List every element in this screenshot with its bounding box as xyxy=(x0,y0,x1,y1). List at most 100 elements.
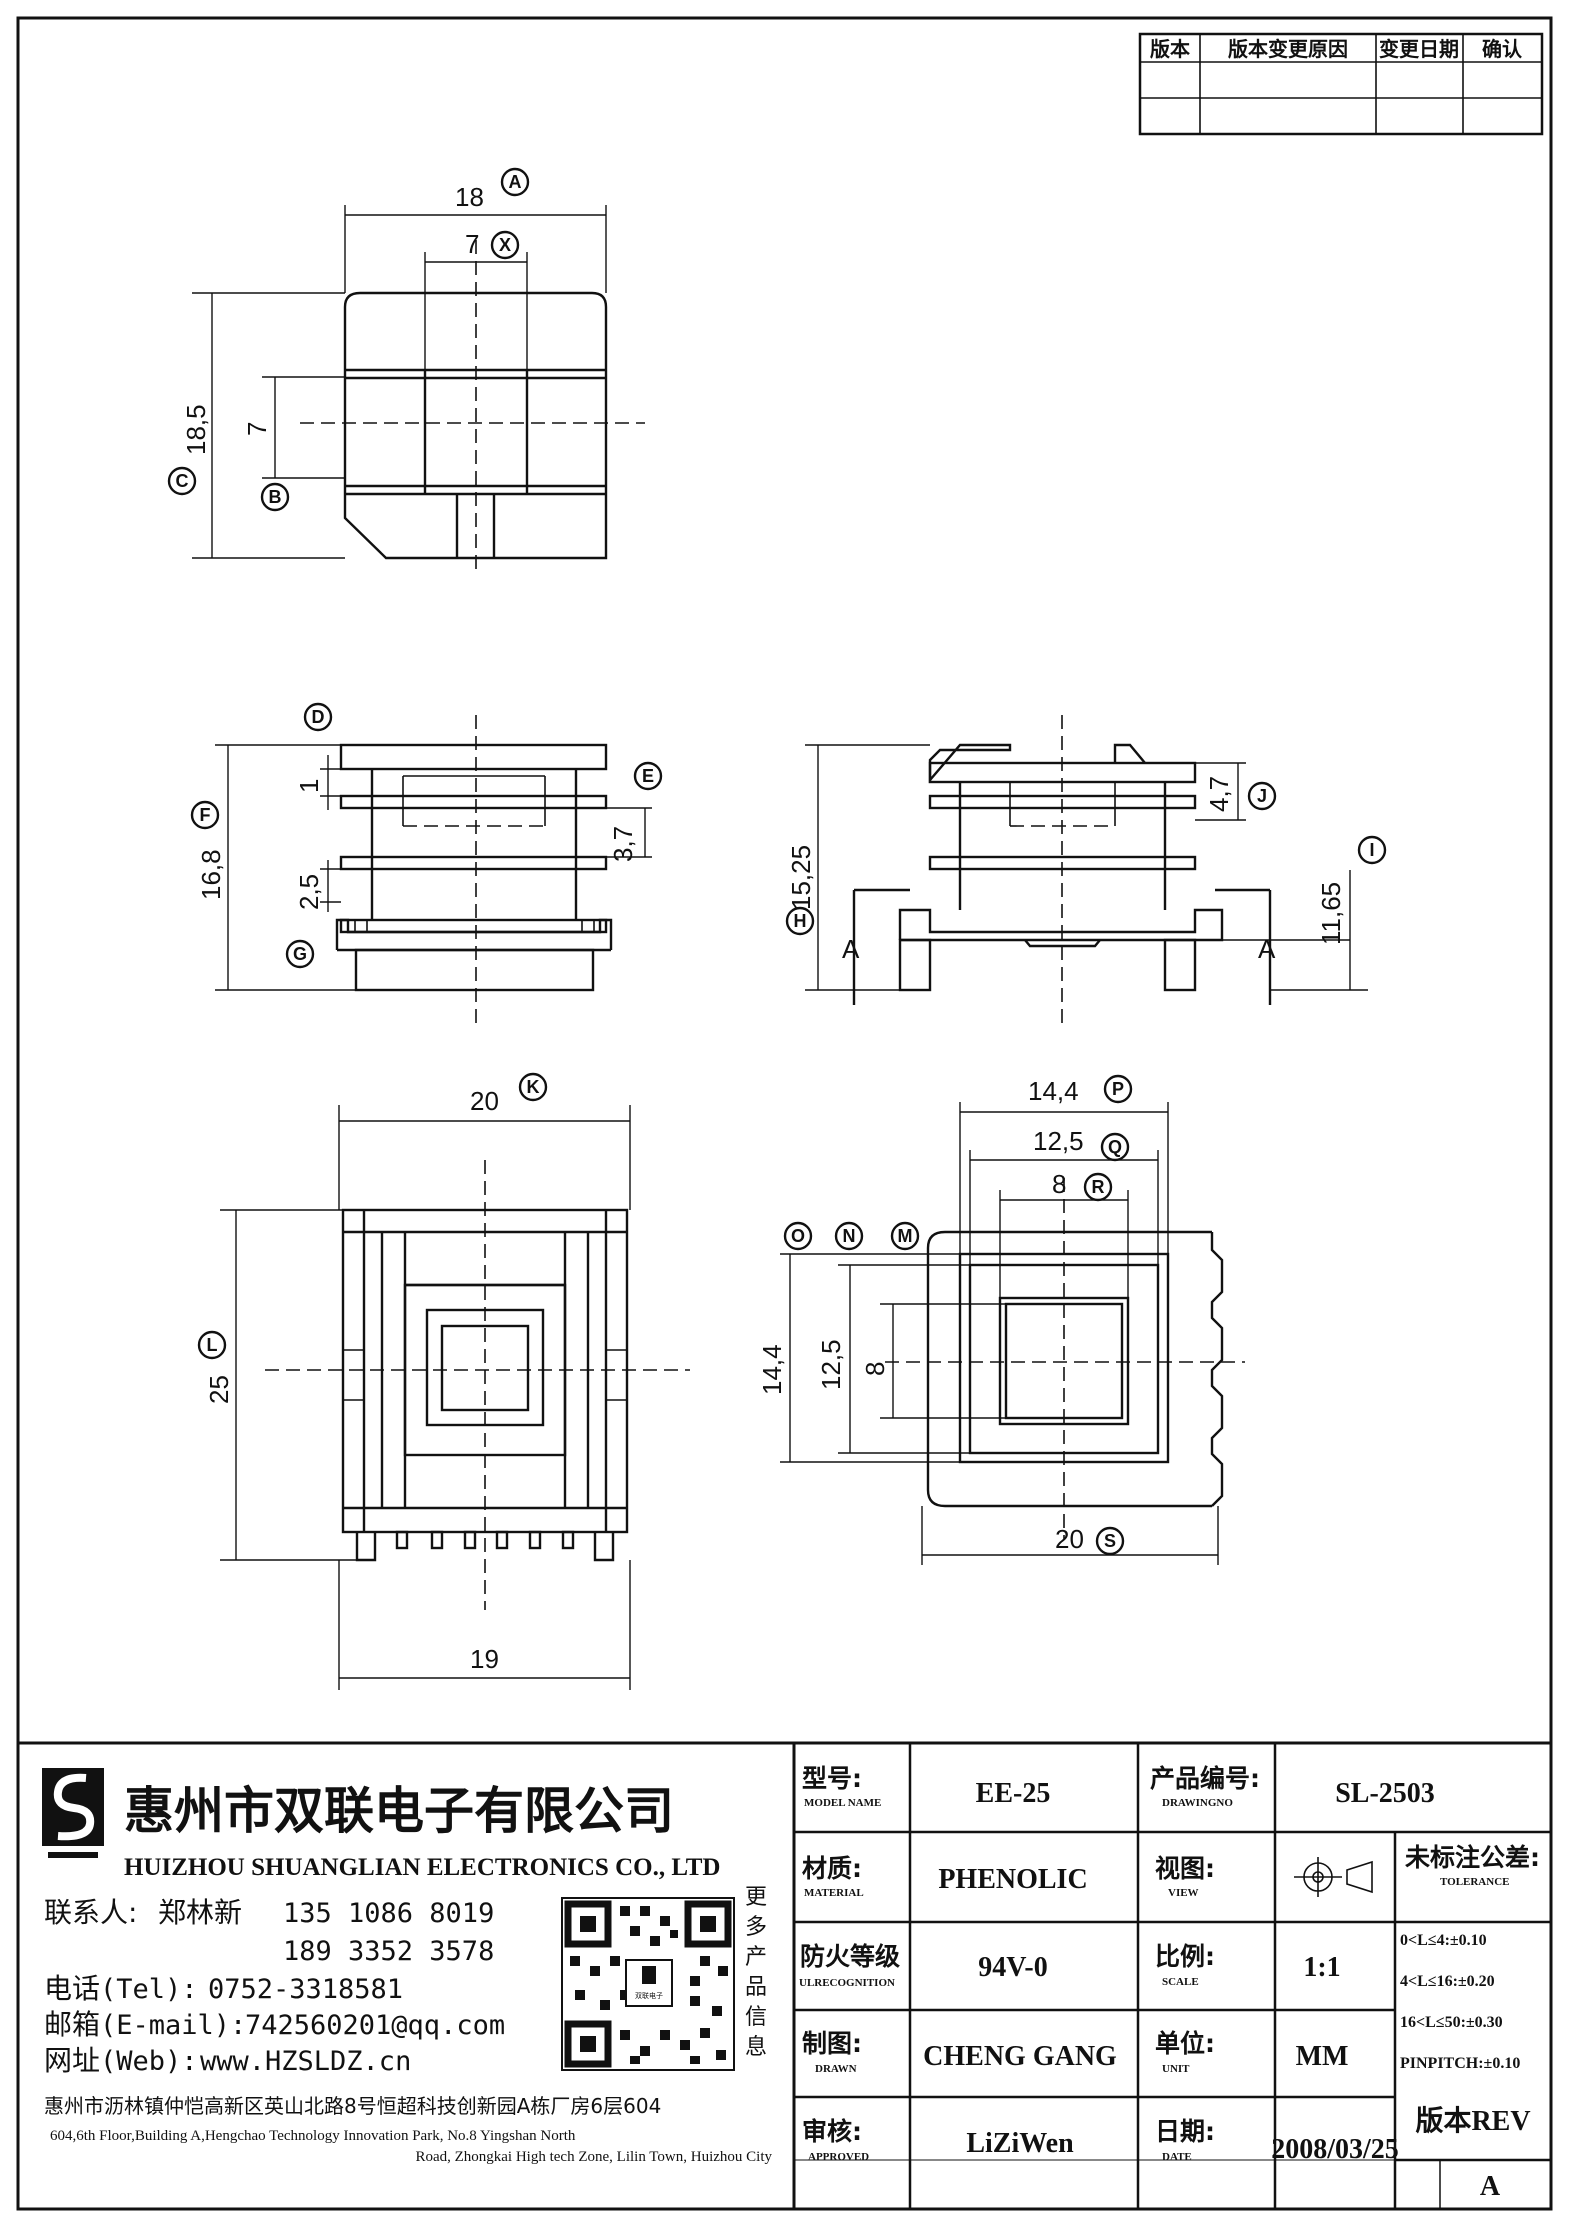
label-material-en: MATERIAL xyxy=(804,1887,864,1899)
dim-front-height: 16,8 xyxy=(196,849,226,900)
dim-plan-v-outer: 14,4 xyxy=(757,1344,787,1395)
tel-label: 电话 xyxy=(44,1972,100,2005)
company-name-en: HUIZHOU SHUANGLIAN ELECTRONICS CO., LTD xyxy=(124,1854,720,1881)
value-model: EE-25 xyxy=(976,1778,1051,1809)
svg-text:I: I xyxy=(1369,840,1374,860)
dim-top-width: 18 xyxy=(455,182,484,212)
tolerance-3: 16<L≤50:±0.30 xyxy=(1400,2014,1503,2031)
svg-text:G: G xyxy=(293,944,307,964)
marker-j-icon: J xyxy=(1247,781,1277,811)
tel-label-en: (Tel): xyxy=(100,1974,198,2005)
marker-s-icon: S xyxy=(1095,1526,1125,1556)
value-scale: 1:1 xyxy=(1303,1952,1340,1983)
dim-side-seat: 11,65 xyxy=(1316,882,1346,945)
marker-b-icon: B xyxy=(260,482,290,512)
dim-side-height: 15,25 xyxy=(786,845,816,910)
qr-side-text-2: 多 xyxy=(745,1915,767,1940)
tolerance-1: 0<L≤4:±0.10 xyxy=(1400,1932,1487,1949)
marker-q-icon: Q xyxy=(1100,1132,1130,1162)
marker-p-icon: P xyxy=(1103,1074,1133,1104)
projection-symbol-icon xyxy=(1294,1857,1373,1897)
company-name-cn: 惠州市双联电子有限公司 xyxy=(124,1782,674,1840)
svg-text:C: C xyxy=(176,471,189,491)
label-unit-en: UNIT xyxy=(1162,2063,1190,2075)
svg-text:E: E xyxy=(642,766,654,786)
dim-front-gap: 3,7 xyxy=(608,826,638,862)
svg-text:P: P xyxy=(1112,1079,1124,1099)
svg-text:N: N xyxy=(843,1226,856,1246)
marker-x-icon: X xyxy=(490,230,520,260)
tolerance-4: PINPITCH:±0.10 xyxy=(1400,2055,1520,2072)
value-unit: MM xyxy=(1296,2041,1349,2072)
marker-i-icon: I xyxy=(1357,835,1387,865)
qr-side-text-3: 产 xyxy=(745,1945,767,1970)
rev-header-reason: 版本变更原因 xyxy=(1228,37,1348,61)
sheet-border xyxy=(16,16,1553,2211)
dim-front-lower: 2,5 xyxy=(294,874,324,910)
svg-text:A: A xyxy=(509,172,522,192)
label-flame-en: ULRECOGNITION xyxy=(799,1977,895,1989)
marker-k-icon: K xyxy=(518,1072,548,1102)
marker-f-icon: F xyxy=(190,800,220,830)
dim-plan-v-inner: 8 xyxy=(860,1362,890,1376)
marker-h-icon: H xyxy=(785,906,815,936)
dim-bottom-length: 25 xyxy=(204,1375,234,1404)
top-view: 18 A 7 X 18,5 C 7 B xyxy=(167,167,645,575)
svg-text:X: X xyxy=(499,235,511,255)
dim-plan-inner: 8 xyxy=(1052,1169,1066,1199)
web-value[interactable]: www.HZSLDZ.cn xyxy=(200,2046,411,2077)
label-scale-cn: 比例: xyxy=(1155,1942,1215,1971)
web-label-en: (Web): xyxy=(100,2046,198,2077)
marker-r-icon: R xyxy=(1083,1172,1113,1202)
address-en-2: Road, Zhongkai High tech Zone, Lilin Tow… xyxy=(415,2149,772,2165)
label-model-en: MODEL NAME xyxy=(804,1797,881,1809)
top-plan-view: 14,4 P 12,5 Q 8 R 20 S 14,4 12,5 8 O N xyxy=(757,1074,1245,1565)
svg-text:O: O xyxy=(791,1226,805,1246)
marker-c-icon: C xyxy=(167,466,197,496)
value-date: 2008/03/25 xyxy=(1271,2134,1399,2165)
label-revision: 版本REV xyxy=(1415,2105,1530,2137)
marker-o-icon: O xyxy=(783,1221,813,1251)
label-material-cn: 材质: xyxy=(802,1854,862,1883)
dim-top-inner: 7 xyxy=(242,422,272,436)
value-material: PHENOLIC xyxy=(938,1864,1087,1895)
contact-name: 郑林新 xyxy=(158,1896,242,1929)
email-value[interactable]: 742560201@qq.com xyxy=(245,2010,505,2041)
qr-side-text-5: 信 xyxy=(745,2005,767,2030)
label-view-cn: 视图: xyxy=(1155,1854,1215,1883)
contact-label: 联系人: xyxy=(44,1896,137,1929)
section-mark-right: A xyxy=(1258,934,1276,964)
dim-plan-v-mid: 12,5 xyxy=(816,1339,846,1390)
rev-header-confirm: 确认 xyxy=(1482,37,1523,61)
dim-front-flange: 1 xyxy=(294,779,324,793)
svg-text:S: S xyxy=(1104,1531,1116,1551)
label-model-cn: 型号: xyxy=(802,1764,862,1793)
label-approved-en: APPROVED xyxy=(808,2151,869,2163)
svg-text:R: R xyxy=(1092,1177,1105,1197)
marker-l-icon: L xyxy=(197,1330,227,1360)
svg-text:H: H xyxy=(794,911,807,931)
contact-phone-2: 189 3352 3578 xyxy=(283,1936,494,1967)
label-flame-cn: 防火等级 xyxy=(800,1942,900,1971)
dim-bottom-pin-span: 19 xyxy=(470,1644,499,1674)
label-drawing-cn: 产品编号: xyxy=(1150,1764,1260,1793)
dim-side-top: 4,7 xyxy=(1204,776,1234,812)
company-block: 惠州市双联电子有限公司 HUIZHOU SHUANGLIAN ELECTRONI… xyxy=(42,1768,772,2165)
address-en-1: 604,6th Floor,Building A,Hengchao Techno… xyxy=(50,2128,576,2144)
value-drawing-no: SL-2503 xyxy=(1335,1778,1435,1809)
marker-e-icon: E xyxy=(633,761,663,791)
dim-top-height: 18,5 xyxy=(181,404,211,455)
contact-phone-1: 135 1086 8019 xyxy=(283,1898,494,1929)
label-view-en: VIEW xyxy=(1168,1887,1199,1899)
label-drawing-en: DRAWINGNO xyxy=(1162,1797,1233,1809)
tel-value: 0752-3318581 xyxy=(208,1974,403,2005)
svg-text:Q: Q xyxy=(1108,1137,1122,1157)
marker-d-icon: D xyxy=(303,702,333,732)
qr-side-text-6: 息 xyxy=(745,2035,767,2060)
front-view: 16,8 F 1 D 3,7 E 2,5 G xyxy=(190,702,663,1030)
bottom-view: 20 K 25 L 19 xyxy=(197,1072,690,1690)
revision-table: 版本 版本变更原因 变更日期 确认 xyxy=(1138,32,1544,136)
section-mark-left: A xyxy=(842,934,860,964)
dim-bottom-width: 20 xyxy=(470,1086,499,1116)
